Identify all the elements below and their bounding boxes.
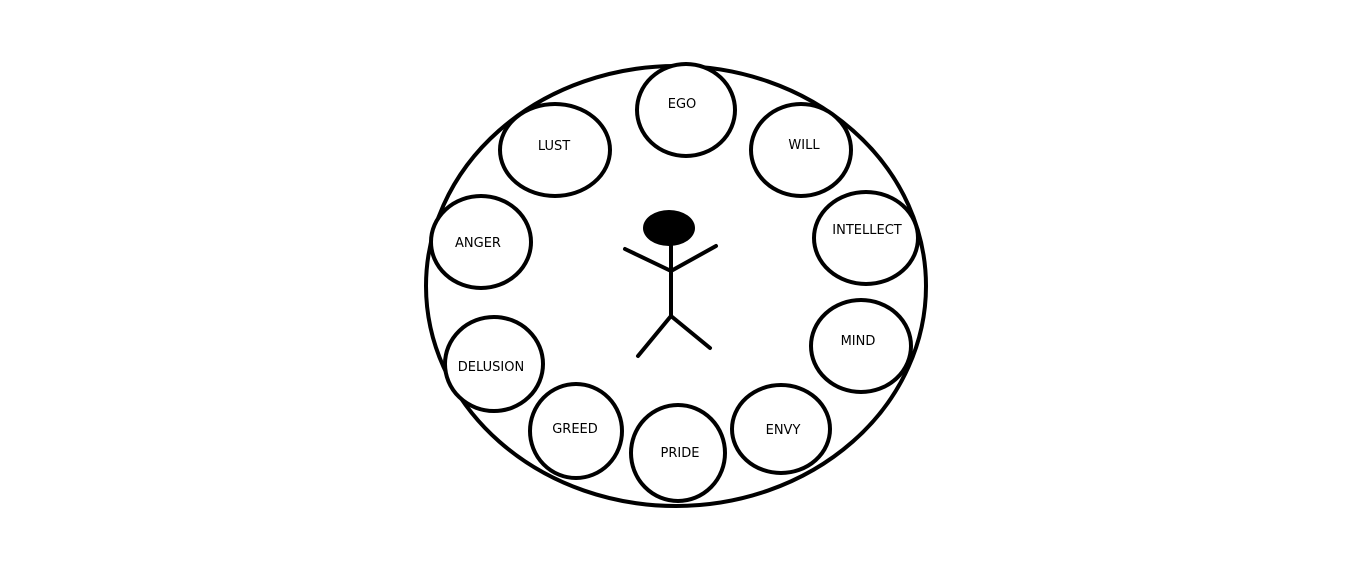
node-mind-circle bbox=[809, 298, 913, 394]
node-lust-label: LUST bbox=[538, 139, 570, 154]
stick-figure-left-arm bbox=[623, 247, 673, 273]
node-envy-label: ENVY bbox=[766, 423, 801, 438]
node-lust-circle bbox=[498, 102, 612, 198]
node-pride: PRIDE bbox=[629, 403, 727, 503]
node-delusion-label: DELUSION bbox=[458, 360, 524, 375]
node-ego-circle bbox=[635, 62, 737, 158]
node-anger-circle bbox=[429, 194, 533, 290]
node-will-label: WILL bbox=[788, 138, 820, 153]
node-delusion: DELUSION bbox=[443, 315, 545, 413]
node-will-circle bbox=[749, 102, 853, 198]
node-mind-label: MIND bbox=[841, 334, 876, 349]
node-greed: GREED bbox=[528, 382, 624, 480]
node-intellect: INTELLECT bbox=[812, 190, 920, 286]
stick-figure bbox=[623, 210, 718, 358]
node-anger: ANGER bbox=[429, 194, 533, 290]
node-intellect-label: INTELLECT bbox=[832, 223, 901, 238]
node-delusion-circle bbox=[443, 315, 545, 413]
stick-figure-head bbox=[643, 210, 695, 246]
node-mind: MIND bbox=[809, 298, 913, 394]
node-pride-label: PRIDE bbox=[661, 446, 700, 461]
node-envy-circle bbox=[730, 383, 832, 475]
node-greed-label: GREED bbox=[552, 422, 598, 437]
node-pride-circle bbox=[629, 403, 727, 503]
node-ego: EGO bbox=[635, 62, 737, 158]
node-lust: LUST bbox=[498, 102, 612, 198]
stick-figure-right-leg bbox=[669, 314, 712, 350]
node-anger-label: ANGER bbox=[455, 236, 501, 251]
node-intellect-circle bbox=[812, 190, 920, 286]
stick-figure-left-leg bbox=[636, 314, 673, 358]
node-will: WILL bbox=[749, 102, 853, 198]
node-envy: ENVY bbox=[730, 383, 832, 475]
node-greed-circle bbox=[528, 382, 624, 480]
stick-figure-right-arm bbox=[669, 244, 718, 273]
node-ego-label: EGO bbox=[668, 97, 697, 112]
